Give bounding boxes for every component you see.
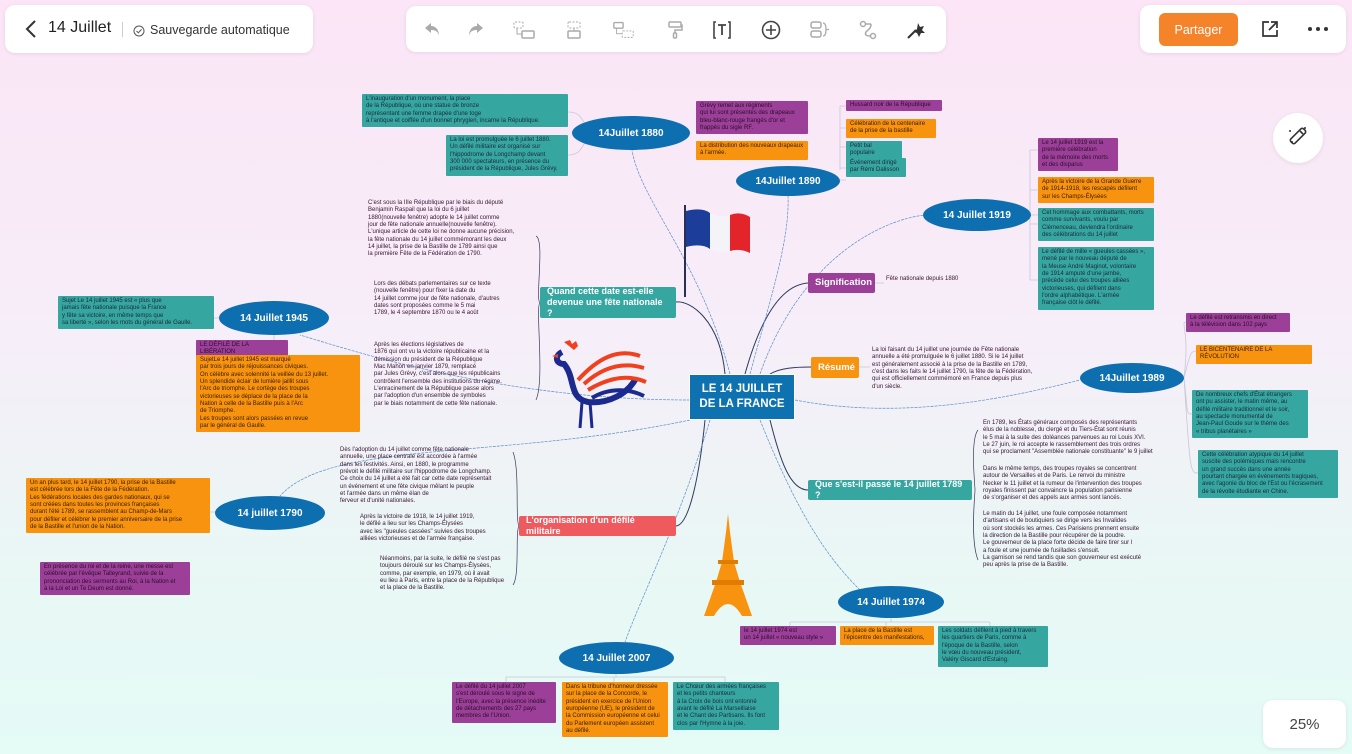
note-passe-3: Le matin du 14 juillet, une foule compos…: [983, 511, 1142, 569]
summary-icon[interactable]: [808, 18, 832, 42]
note-2007-tribune[interactable]: Dans la tribune d'honneur dressée sur la…: [562, 682, 668, 738]
note-org-3: Néanmoins, par la suite, le défilé ne s'…: [380, 556, 505, 592]
note-1974-soldats[interactable]: Les soldats défilent à pied à travers le…: [938, 626, 1048, 667]
note-quand-1: C'est sous la IIIe République par le bia…: [368, 200, 515, 258]
note-passe-1: En 1789, les États généraux composés des…: [983, 420, 1153, 456]
share-button[interactable]: Partager: [1159, 13, 1238, 46]
topic-signification[interactable]: Signification: [808, 273, 875, 293]
note-1890-dalisson[interactable]: Événement dirigé par Rémi Dalisson: [846, 158, 906, 177]
topic-label: Signification: [815, 277, 872, 289]
date-label: 14 juillet 1790: [237, 507, 303, 519]
magic-wand-icon[interactable]: [904, 18, 928, 42]
document-title[interactable]: 14 Juillet: [48, 19, 112, 36]
more-dots-icon[interactable]: [1306, 19, 1330, 39]
note-1989-chefs[interactable]: De nombreux chefs d'État étrangers ont p…: [1192, 390, 1308, 438]
note-1919-hommage[interactable]: Cet hommage aux combattants, morts comme…: [1038, 208, 1154, 242]
note-1790-messe[interactable]: En présence du roi et de la reine, une m…: [40, 562, 190, 596]
topic-label: Que s'est-il passé le 14 juillet 1789 ?: [815, 478, 963, 500]
note-1880-monument[interactable]: L'inauguration d'un monument, la place d…: [362, 94, 568, 128]
date-1989[interactable]: 14Juillet 1989: [1080, 363, 1184, 393]
note-1989-bicentenaire[interactable]: LE BICENTENAIRE DE LA RÉVOLUTION: [1196, 345, 1312, 364]
divider: [122, 22, 123, 37]
note-org-2: Après la victoire de 1918, le 14 juillet…: [360, 514, 486, 542]
date-1790[interactable]: 14 juillet 1790: [215, 496, 325, 530]
note-1945-liberation[interactable]: LE DÉFILÉ DE LA LIBÉRATION: [196, 340, 288, 359]
french-flag-image: [684, 205, 750, 297]
chevron-left-icon[interactable]: [23, 18, 39, 40]
save-status: Sauvegarde automatique: [150, 23, 290, 37]
date-label: 14Juillet 1880: [598, 127, 664, 139]
note-signification: Fête nationale depuis 1880: [886, 276, 959, 282]
header-actions: Partager: [1140, 5, 1346, 53]
date-label: 14 Juillet 1919: [943, 209, 1011, 221]
topic-quand[interactable]: Quand cette date est-elle devenue une fê…: [540, 285, 676, 319]
ai-magic-button[interactable]: [1273, 113, 1323, 163]
date-1919[interactable]: 14 Juillet 1919: [923, 199, 1031, 231]
note-org-1: Dès l'adoption du 14 juillet comme fête …: [340, 447, 492, 505]
note-1880-loi[interactable]: La loi est promulguée le 6 juillet 1880.…: [446, 135, 568, 176]
note-1890-bal[interactable]: Petit bal populaire: [846, 141, 902, 160]
note-1880-grevy[interactable]: Grévy remet aux régiments qui lui sont p…: [696, 101, 808, 135]
eiffel-tower-image: [704, 514, 752, 616]
note-1974-bastille[interactable]: La place de la Bastille est l'épicentre …: [840, 626, 934, 645]
central-topic-label: LE 14 JUILLET DE LA FRANCE: [699, 383, 785, 410]
note-1880-drapeaux[interactable]: La distribution des nouveaux drapeaux à …: [696, 141, 808, 160]
date-label: 14Juillet 1890: [755, 175, 821, 187]
gallic-rooster-image: [552, 340, 647, 429]
topic-label: L'organisation d'un défilé militaire: [526, 514, 635, 536]
text-icon[interactable]: [710, 18, 734, 42]
note-1919-gueules[interactable]: Le défilé de mille « gueules cassées », …: [1038, 247, 1154, 310]
topic-passe-1789[interactable]: Que s'est-il passé le 14 juillet 1789 ?: [808, 478, 972, 500]
date-label: 14 Juillet 1945: [240, 312, 308, 324]
insert-icon[interactable]: [759, 18, 783, 42]
date-label: 14 Juillet 1974: [857, 596, 925, 608]
note-1890-centenaire[interactable]: Célébration de la centenaire de la prise…: [846, 119, 936, 138]
note-1890-hussard[interactable]: Hussard noir de la République: [846, 100, 942, 112]
topic-label: Résumé: [818, 361, 855, 373]
note-quand-3: Après les élections législatives de 1876…: [374, 342, 502, 407]
redo-icon[interactable]: [463, 18, 487, 42]
note-resume: La loi faisant du 14 juillet une journée…: [872, 347, 1033, 390]
note-1989-tele[interactable]: Le défilé est retransmis en direct à la …: [1186, 313, 1290, 332]
external-link-icon[interactable]: [1260, 19, 1280, 39]
note-1945-de-gaulle[interactable]: Sujet Le 14 juillet 1945 est « plus que …: [58, 296, 214, 330]
date-1890[interactable]: 14Juillet 1890: [736, 166, 840, 196]
magic-wand-icon: [1286, 124, 1310, 153]
date-label: 14 Juillet 2007: [582, 652, 651, 664]
note-1919-memoire[interactable]: Le 14 juillet 1919 est la première céléb…: [1038, 138, 1118, 172]
central-topic[interactable]: LE 14 JUILLET DE LA FRANCE: [689, 374, 795, 420]
topic-label: Quand cette date est-elle devenue une fê…: [547, 285, 663, 319]
check-circle-icon: [133, 24, 145, 37]
note-1790-federation[interactable]: Un an plus tard, le 14 juillet 1790, la …: [26, 478, 210, 534]
note-1945-rejouissances[interactable]: SujetLe 14 juillet 1945 est marqué par t…: [196, 355, 360, 433]
note-2007-choeur[interactable]: Le Chœur des armées françaises et les pe…: [673, 682, 779, 730]
date-label: 14Juillet 1989: [1099, 372, 1165, 384]
topic-resume[interactable]: Résumé: [811, 357, 859, 378]
document-header: 14 Juillet Sauvegarde automatique: [5, 5, 313, 53]
date-1880[interactable]: 14Juillet 1880: [572, 116, 690, 150]
zoom-level[interactable]: 25%: [1263, 700, 1346, 748]
date-1974[interactable]: 14 Juillet 1974: [838, 586, 944, 618]
add-child-topic-icon[interactable]: [512, 18, 536, 42]
add-sibling-topic-icon[interactable]: [562, 18, 586, 42]
relationship-icon[interactable]: [856, 18, 880, 42]
note-2007-europe[interactable]: Le défilé du 14 juillet 2007 s'est dérou…: [452, 682, 556, 723]
format-painter-icon[interactable]: [663, 18, 687, 42]
note-quand-2: Lors des débats parlementaires sur ce te…: [374, 281, 500, 317]
note-1989-polemiques[interactable]: Cette célébration atypique du 14 juillet…: [1198, 450, 1338, 498]
date-2007[interactable]: 14 Juillet 2007: [559, 642, 674, 674]
undo-icon[interactable]: [421, 18, 445, 42]
zoom-level-text: 25%: [1289, 715, 1320, 733]
date-1945[interactable]: 14 Juillet 1945: [219, 301, 329, 335]
note-1974-nouveau-style[interactable]: le 14 juillet 1974 est un 14 juillet « n…: [740, 626, 836, 645]
toolbar: [406, 6, 946, 52]
note-1919-victoire[interactable]: Après la victoire de la Grande Guerre de…: [1038, 177, 1154, 203]
note-passe-2: Dans le même temps, des troupes royales …: [983, 466, 1142, 502]
topic-organisation[interactable]: L'organisation d'un défilé militaire: [519, 514, 676, 536]
add-parent-topic-icon[interactable]: [612, 18, 636, 42]
